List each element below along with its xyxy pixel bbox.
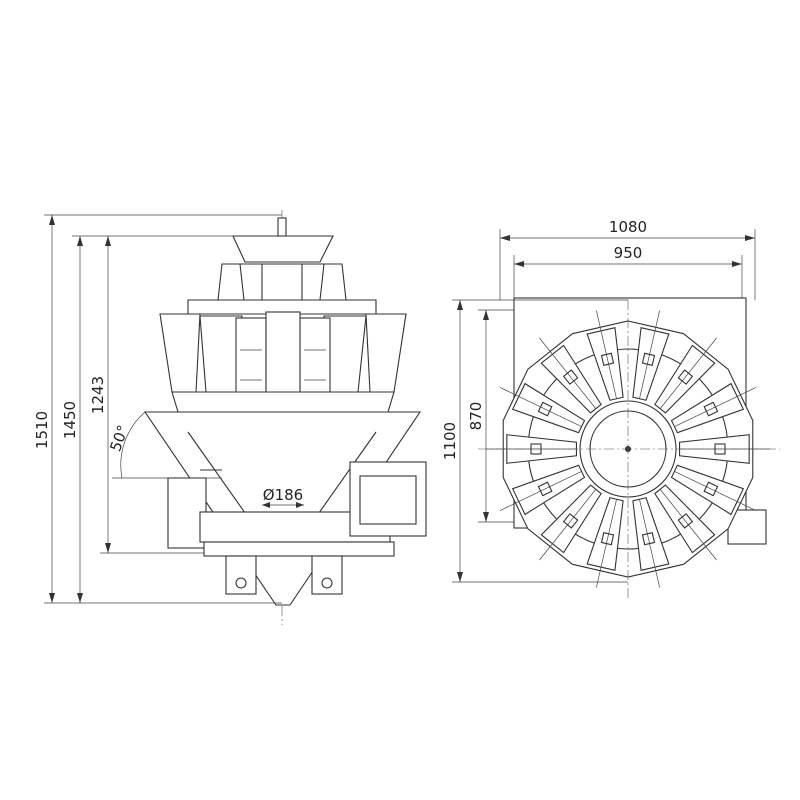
dim-1510-label: 1510	[33, 411, 51, 449]
infeed-funnel	[232, 235, 334, 263]
angle-arc	[120, 411, 146, 479]
angle-label: 50°	[106, 423, 132, 454]
bucket-segment	[511, 382, 586, 434]
load-cell	[537, 481, 553, 497]
diameter-label: Ø186	[263, 486, 303, 504]
load-cell	[562, 369, 579, 385]
load-cell	[641, 532, 656, 546]
bucket-segment	[632, 327, 670, 401]
load-cell	[677, 369, 694, 385]
control-screen	[359, 475, 417, 525]
load-cell	[562, 513, 579, 529]
feed-hopper-1	[159, 313, 201, 393]
load-cell	[641, 352, 656, 366]
bucket-segment	[586, 497, 624, 571]
dim-1243-label: 1243	[89, 376, 107, 414]
bucket-segment	[511, 464, 586, 516]
load-cell	[537, 401, 553, 417]
dim-1080-label: 1080	[609, 218, 647, 236]
front-view	[44, 210, 427, 625]
top-view	[452, 229, 780, 600]
top-feeder-stem	[277, 217, 287, 237]
load-cell	[677, 513, 694, 529]
weigh-hopper-tier	[171, 391, 395, 413]
bucket-segment	[670, 464, 745, 516]
bucket-segment	[670, 382, 745, 434]
feed-hopper-4	[365, 313, 407, 393]
base-rail	[203, 541, 395, 557]
dim-1450-label: 1450	[61, 401, 79, 439]
dim-870-label: 870	[467, 402, 485, 431]
bucket-segment	[632, 497, 670, 571]
load-cell	[600, 532, 615, 546]
load-cell	[703, 481, 719, 497]
bucket-segment	[586, 327, 624, 401]
load-cell	[703, 401, 719, 417]
dim-950-label: 950	[614, 244, 643, 262]
dim-1100-label: 1100	[441, 422, 459, 460]
vibrator-ring	[217, 263, 347, 301]
load-cell	[600, 352, 615, 366]
